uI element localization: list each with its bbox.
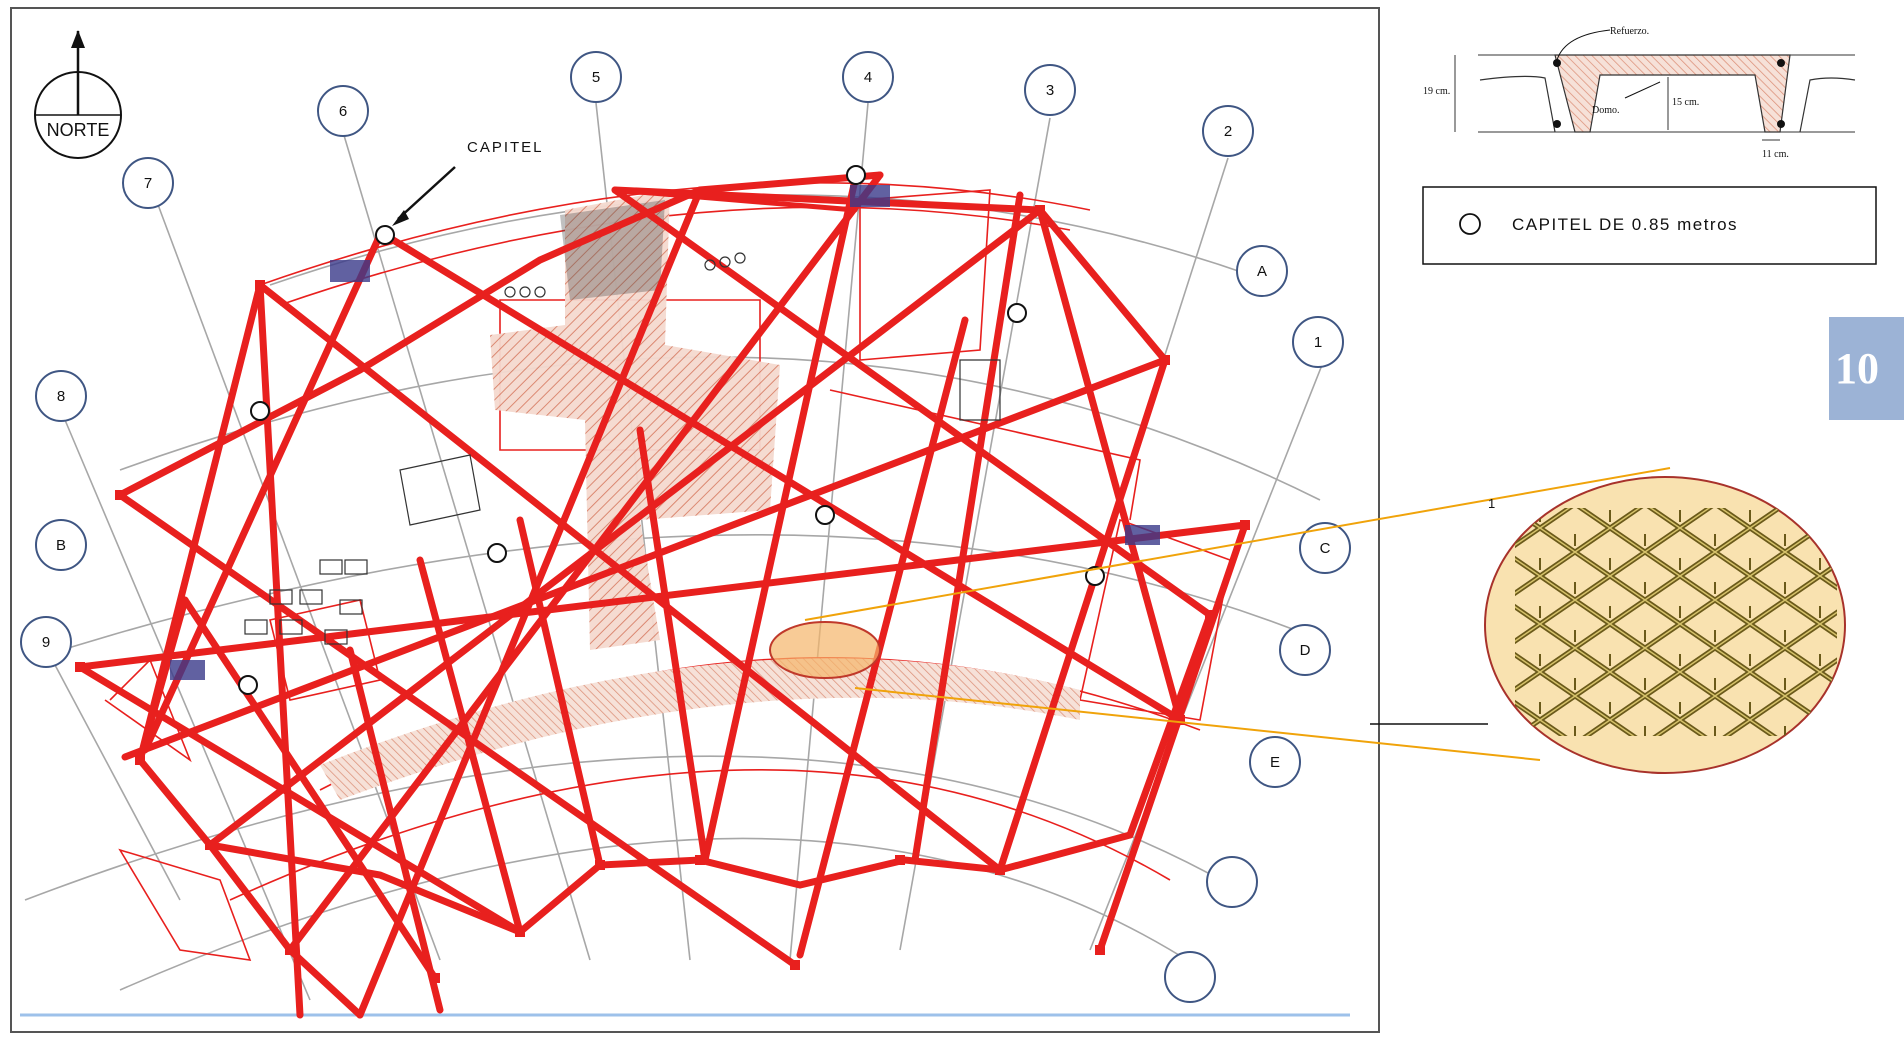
refuerzo-label: Refuerzo. — [1610, 26, 1649, 37]
axis-label-B: B — [56, 537, 66, 554]
zoom-detail: 1 — [1484, 476, 1846, 774]
capitel-arrow — [397, 166, 456, 220]
zoom-leader-lines — [804, 467, 1671, 761]
domo-label: Domo. — [1592, 105, 1620, 116]
axis-label-C: C — [1320, 540, 1331, 557]
axis-label-2: 2 — [1224, 123, 1232, 140]
height-19-label: 19 cm. — [1423, 86, 1450, 97]
rib-section — [1554, 54, 1791, 133]
capitel-callout-label: CAPITEL — [467, 139, 544, 156]
section-detail: 19 cm. Refuerzo. Domo. 15 cm. 11 cm. — [1423, 26, 1856, 160]
north-label: NORTE — [47, 120, 110, 140]
axis-label-5: 5 — [592, 69, 600, 86]
north-arrow-icon — [71, 30, 85, 48]
toilet-symbols — [170, 185, 1160, 680]
hatched-corridors — [320, 190, 1080, 800]
circle-outline-icon — [1459, 213, 1481, 235]
rib-nodes — [75, 205, 1250, 983]
plan-drawing — [24, 102, 1323, 1019]
height-15-label: 15 cm. — [1672, 97, 1699, 108]
legend-capitel-label: CAPITEL DE 0.85 metros — [1512, 215, 1738, 234]
arc-grid-lines — [24, 194, 1321, 991]
width-11-label: 11 cm. — [1762, 149, 1789, 160]
axis-label-D: D — [1300, 642, 1311, 659]
diagonal-rib-grid — [76, 171, 1249, 1019]
furniture — [244, 252, 1001, 645]
axis-bubble-labels: 1 2 3 4 5 6 7 8 9 A B C D E — [42, 69, 1331, 771]
axis-label-E: E — [1270, 754, 1280, 771]
page-number: 10 — [1835, 344, 1879, 393]
north-symbol: NORTE — [34, 30, 122, 159]
axis-label-3: 3 — [1046, 82, 1054, 99]
axis-label-9: 9 — [42, 634, 50, 651]
capitel-arrowhead — [392, 210, 409, 226]
axis-label-8: 8 — [57, 388, 65, 405]
axis-label-6: 6 — [339, 103, 347, 120]
axis-label-7: 7 — [144, 175, 152, 192]
axis-bubbles — [20, 51, 1351, 1003]
waffle-pattern — [1515, 508, 1837, 736]
axis-label-A: A — [1257, 263, 1267, 280]
axis-label-1: 1 — [1314, 334, 1322, 351]
zoom-label: 1 — [1488, 496, 1495, 511]
axis-label-4: 4 — [864, 69, 872, 86]
capitel-markers — [238, 165, 1105, 695]
page-number-tab: 10 — [1829, 317, 1904, 420]
legend-box: CAPITEL DE 0.85 metros — [1422, 186, 1877, 265]
highlight-ellipse — [769, 621, 881, 679]
